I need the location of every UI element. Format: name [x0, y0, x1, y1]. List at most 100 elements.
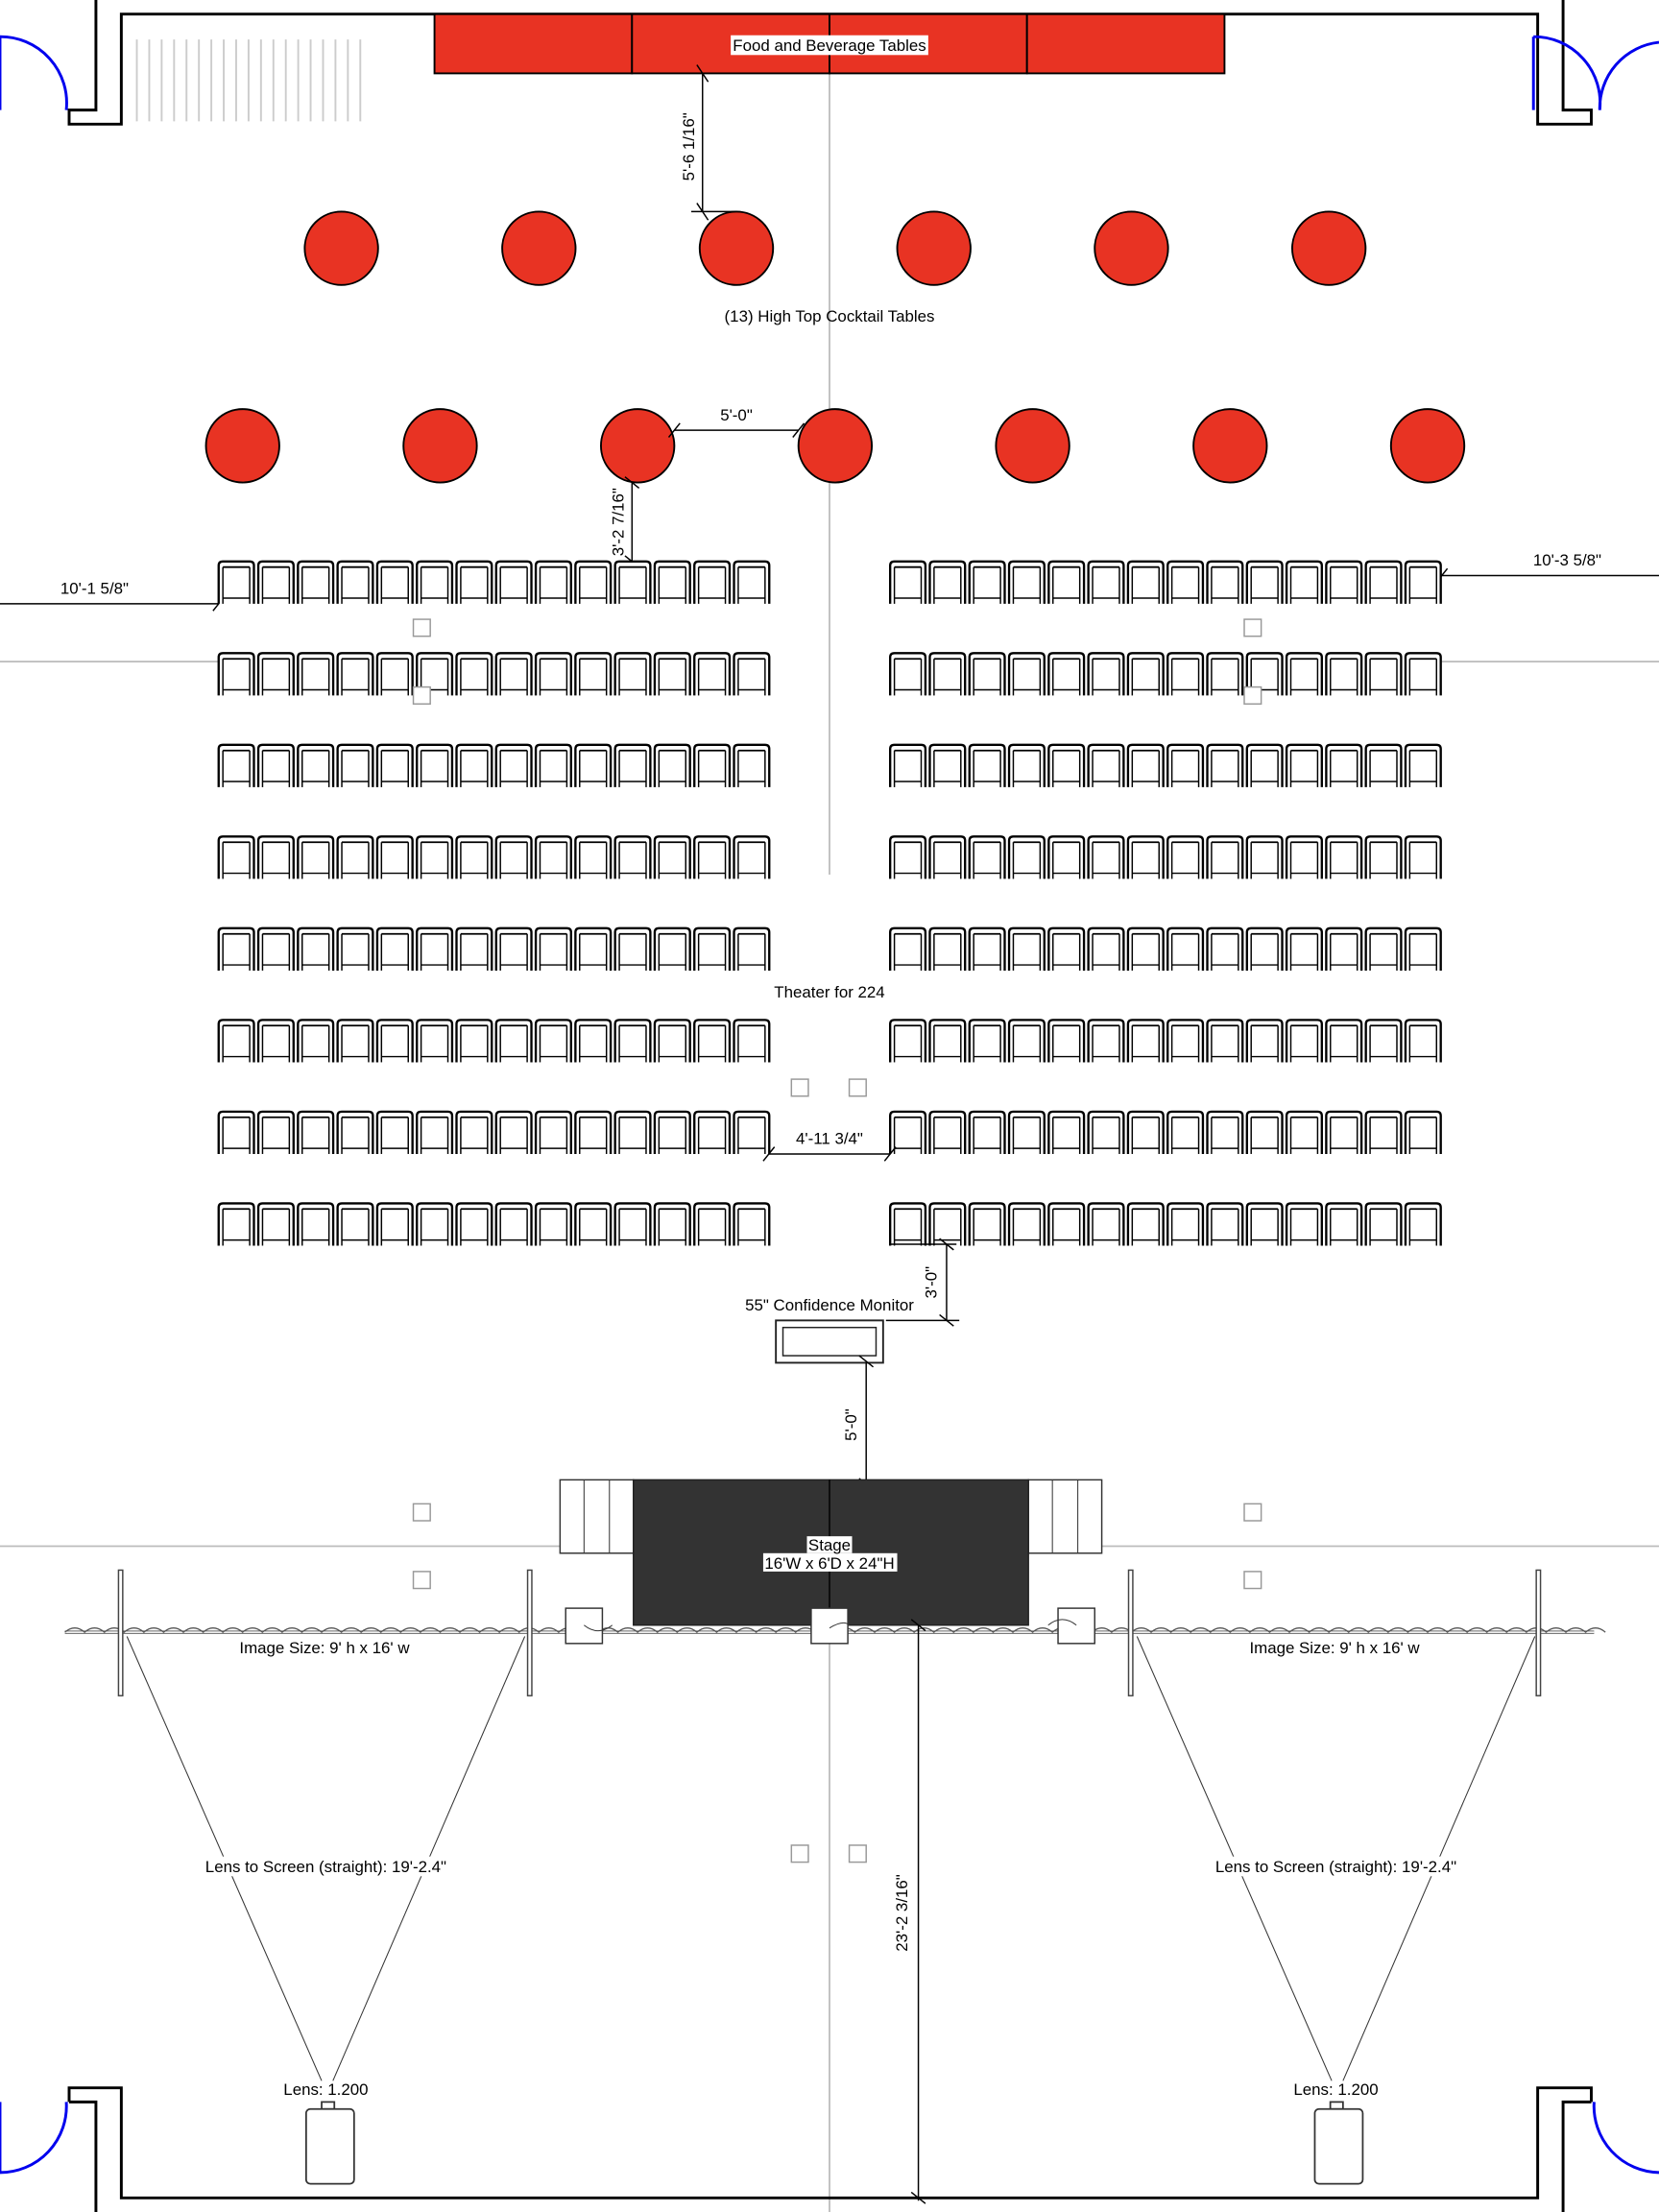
- chair[interactable]: [653, 835, 691, 879]
- chair[interactable]: [928, 652, 967, 696]
- chair[interactable]: [455, 652, 493, 696]
- chair[interactable]: [693, 1019, 732, 1063]
- chair[interactable]: [416, 926, 454, 971]
- chair[interactable]: [968, 560, 1006, 604]
- chair[interactable]: [455, 560, 493, 604]
- chair[interactable]: [416, 1019, 454, 1063]
- chair[interactable]: [1285, 652, 1323, 696]
- chair[interactable]: [1007, 652, 1046, 696]
- chair[interactable]: [1126, 1019, 1165, 1063]
- chair[interactable]: [297, 560, 335, 604]
- chair[interactable]: [1166, 560, 1205, 604]
- chair[interactable]: [1245, 743, 1284, 787]
- chair[interactable]: [336, 1202, 374, 1246]
- chair[interactable]: [297, 652, 335, 696]
- chair[interactable]: [1126, 926, 1165, 971]
- chair[interactable]: [1047, 560, 1086, 604]
- chair[interactable]: [217, 1202, 255, 1246]
- chair[interactable]: [1245, 1019, 1284, 1063]
- chair[interactable]: [1245, 560, 1284, 604]
- chair[interactable]: [928, 1202, 967, 1246]
- chair[interactable]: [534, 1019, 572, 1063]
- chair[interactable]: [297, 1019, 335, 1063]
- cocktail-table[interactable]: [1291, 210, 1367, 286]
- food-table[interactable]: [1025, 12, 1226, 75]
- chair[interactable]: [1047, 1202, 1086, 1246]
- cocktail-tables[interactable]: [204, 210, 1466, 484]
- projector-left-icon[interactable]: [304, 2101, 355, 2185]
- chair[interactable]: [1206, 743, 1244, 787]
- chair[interactable]: [1007, 1110, 1046, 1154]
- chair[interactable]: [889, 1202, 927, 1246]
- chair[interactable]: [416, 560, 454, 604]
- chair[interactable]: [1126, 835, 1165, 879]
- chair[interactable]: [733, 1110, 771, 1154]
- chair[interactable]: [534, 835, 572, 879]
- chair[interactable]: [455, 1202, 493, 1246]
- chair[interactable]: [1126, 652, 1165, 696]
- chair[interactable]: [1285, 743, 1323, 787]
- chair[interactable]: [494, 652, 533, 696]
- chair[interactable]: [1285, 1110, 1323, 1154]
- chair[interactable]: [375, 835, 414, 879]
- chair[interactable]: [1166, 1202, 1205, 1246]
- chair[interactable]: [1047, 926, 1086, 971]
- chair[interactable]: [1126, 560, 1165, 604]
- chair[interactable]: [494, 1019, 533, 1063]
- chair[interactable]: [653, 560, 691, 604]
- chair[interactable]: [653, 1110, 691, 1154]
- chair[interactable]: [256, 1019, 295, 1063]
- chair[interactable]: [494, 743, 533, 787]
- chair[interactable]: [693, 652, 732, 696]
- chair[interactable]: [256, 743, 295, 787]
- chair[interactable]: [613, 1202, 652, 1246]
- chair[interactable]: [889, 1110, 927, 1154]
- confidence-monitor[interactable]: [775, 1319, 884, 1364]
- chair[interactable]: [217, 926, 255, 971]
- chair[interactable]: [1007, 743, 1046, 787]
- chair[interactable]: [1126, 1202, 1165, 1246]
- chair[interactable]: [574, 1202, 613, 1246]
- chair[interactable]: [1007, 926, 1046, 971]
- chair[interactable]: [613, 1110, 652, 1154]
- chair[interactable]: [297, 926, 335, 971]
- chair[interactable]: [534, 1110, 572, 1154]
- chair[interactable]: [455, 1019, 493, 1063]
- chair[interactable]: [1364, 560, 1403, 604]
- chair[interactable]: [1087, 743, 1125, 787]
- chair[interactable]: [336, 652, 374, 696]
- chair[interactable]: [494, 560, 533, 604]
- chair[interactable]: [1245, 926, 1284, 971]
- chair[interactable]: [889, 835, 927, 879]
- chair[interactable]: [375, 1110, 414, 1154]
- projector-right-icon[interactable]: [1313, 2101, 1364, 2185]
- chair[interactable]: [416, 1202, 454, 1246]
- chair[interactable]: [534, 1202, 572, 1246]
- chair[interactable]: [574, 652, 613, 696]
- chair[interactable]: [494, 1110, 533, 1154]
- chair[interactable]: [297, 1202, 335, 1246]
- chair[interactable]: [256, 652, 295, 696]
- chair[interactable]: [733, 1019, 771, 1063]
- chair[interactable]: [1404, 835, 1442, 879]
- chair[interactable]: [1325, 1019, 1363, 1063]
- chair[interactable]: [217, 1019, 255, 1063]
- cocktail-table[interactable]: [402, 408, 478, 484]
- chair[interactable]: [336, 1110, 374, 1154]
- chair[interactable]: [494, 926, 533, 971]
- chair[interactable]: [1325, 835, 1363, 879]
- chair[interactable]: [534, 652, 572, 696]
- chair[interactable]: [1047, 835, 1086, 879]
- chair[interactable]: [534, 560, 572, 604]
- chair[interactable]: [416, 1110, 454, 1154]
- chair[interactable]: [416, 652, 454, 696]
- chair[interactable]: [297, 743, 335, 787]
- chair[interactable]: [297, 835, 335, 879]
- chair[interactable]: [1166, 1019, 1205, 1063]
- chair[interactable]: [574, 560, 613, 604]
- chair[interactable]: [1325, 1202, 1363, 1246]
- chair[interactable]: [1087, 1110, 1125, 1154]
- chair[interactable]: [1166, 926, 1205, 971]
- chair[interactable]: [1364, 1110, 1403, 1154]
- chair[interactable]: [534, 743, 572, 787]
